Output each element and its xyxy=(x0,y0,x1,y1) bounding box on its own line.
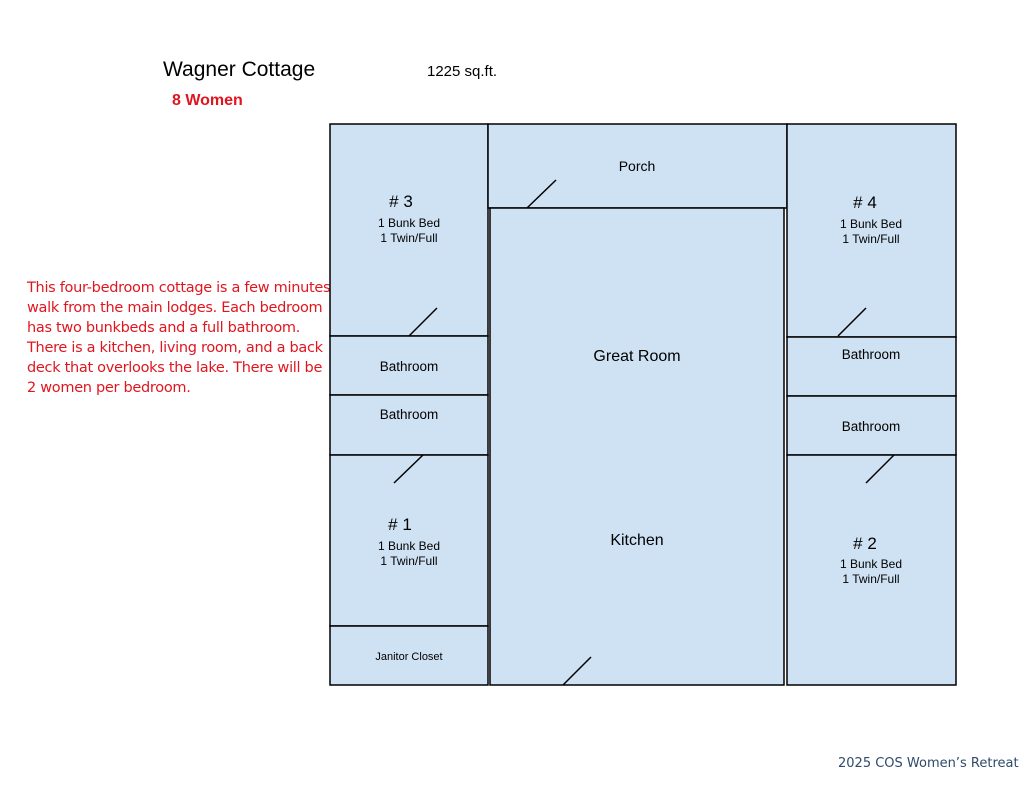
bedroom-4-number: # 4 xyxy=(853,193,877,212)
porch xyxy=(487,123,788,209)
great-room-kitchen xyxy=(489,207,785,686)
great-room-label: Great Room xyxy=(593,348,680,365)
bedroom-4-bed-2: 1 Twin/Full xyxy=(842,232,899,246)
cottage-description: This four-bedroom cottage is a few minut… xyxy=(27,280,331,396)
bedroom-3-number: # 3 xyxy=(389,192,413,211)
bedroom-4 xyxy=(786,123,957,338)
door-kitchen xyxy=(562,656,592,686)
bedroom-2-bed-1: 1 Bunk Bed xyxy=(840,557,902,571)
bedroom-1 xyxy=(329,454,489,627)
capacity-label: 8 Women xyxy=(172,92,243,109)
porch-label: Porch xyxy=(619,158,656,174)
bedroom-1-bed-1: 1 Bunk Bed xyxy=(378,539,440,553)
square-footage: 1225 sq.ft. xyxy=(427,63,498,80)
bedroom-1-bed-2: 1 Twin/Full xyxy=(380,554,437,568)
door-bedroom-4 xyxy=(837,307,867,337)
janitor-closet-label: Janitor Closet xyxy=(375,651,442,663)
bedroom-2-bed-2: 1 Twin/Full xyxy=(842,572,899,586)
door-bedroom-2 xyxy=(865,454,895,484)
kitchen-label: Kitchen xyxy=(610,532,663,549)
page-title: Wagner Cottage xyxy=(163,58,316,81)
bedroom-3-bed-1: 1 Bunk Bed xyxy=(378,216,440,230)
door-porch xyxy=(526,179,557,209)
bedroom-3 xyxy=(329,123,489,337)
bedroom-1-number: # 1 xyxy=(388,515,412,534)
door-bedroom-1 xyxy=(393,454,424,484)
janitor-closet xyxy=(329,625,489,686)
bedroom-3-bed-2: 1 Twin/Full xyxy=(380,231,437,245)
footer-event-name: 2025 COS Women’s Retreat xyxy=(838,756,1019,771)
bathroom-right-upper xyxy=(786,336,957,397)
door-bedroom-3 xyxy=(408,307,438,337)
bathroom-left-upper-label: Bathroom xyxy=(380,359,439,374)
bathroom-left-upper xyxy=(329,335,489,396)
bathroom-left-lower xyxy=(329,394,489,456)
bathroom-right-lower-label: Bathroom xyxy=(842,419,901,434)
bathroom-right-upper-label: Bathroom xyxy=(842,347,901,362)
bathroom-right-lower xyxy=(786,395,957,456)
bedroom-4-bed-1: 1 Bunk Bed xyxy=(840,217,902,231)
bedroom-2 xyxy=(786,454,957,686)
bathroom-left-lower-label: Bathroom xyxy=(380,407,439,422)
bedroom-2-number: # 2 xyxy=(853,534,877,553)
